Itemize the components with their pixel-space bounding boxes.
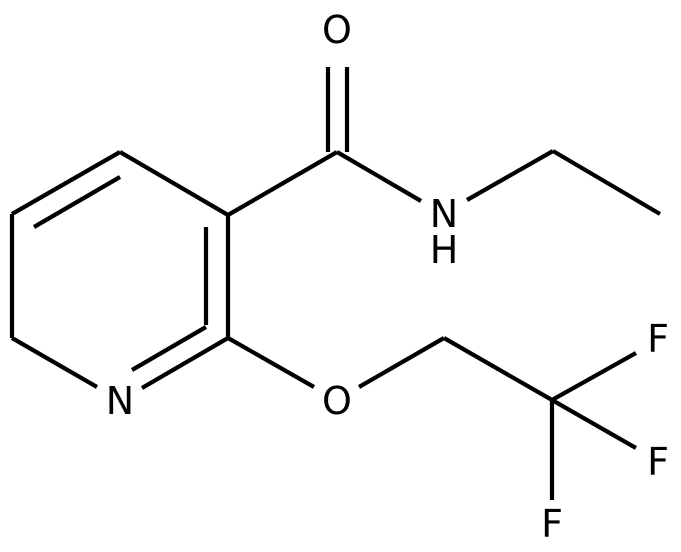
bond-ring-c1-c6 (118, 150, 230, 217)
atom-label-ring-nitrogen: N (106, 379, 134, 423)
bond-ring-c6-c5 (10, 150, 122, 216)
bond-ring-ether-oxygen (226, 336, 316, 389)
bond-ring-n-c2-inner (130, 325, 208, 372)
bond-ethyl-c1-c2 (551, 149, 662, 216)
atom-labels: O N H N O F F F (106, 8, 669, 546)
atom-label-fluorine-2: F (647, 440, 669, 484)
bond-carbonyl-nitrogen (335, 150, 423, 203)
atom-label-fluorine-3: F (541, 502, 563, 546)
bonds (9, 67, 662, 500)
atom-label-ether-oxygen: O (322, 379, 352, 423)
atom-label-carbonyl-oxygen: O (322, 8, 352, 52)
bond-nitrogen-ethyl-c1 (465, 149, 555, 202)
atom-label-amide-hydrogen: H (430, 228, 459, 272)
bond-cf3-fluorine-2 (550, 398, 638, 450)
bond-ring-carbonyl (226, 150, 339, 217)
bond-ring-c6-c5-inner (32, 175, 122, 229)
bond-ring-c4-n (10, 336, 99, 389)
atom-label-amide-nitrogen: N (430, 192, 458, 236)
bond-cf3-fluorine-1 (550, 351, 638, 402)
bond-ether-oxygen-ch2 (357, 336, 446, 389)
atom-label-fluorine-1: F (647, 317, 669, 361)
bond-ch2-cf3 (442, 336, 554, 402)
bond-ring-n-c2 (140, 336, 230, 390)
